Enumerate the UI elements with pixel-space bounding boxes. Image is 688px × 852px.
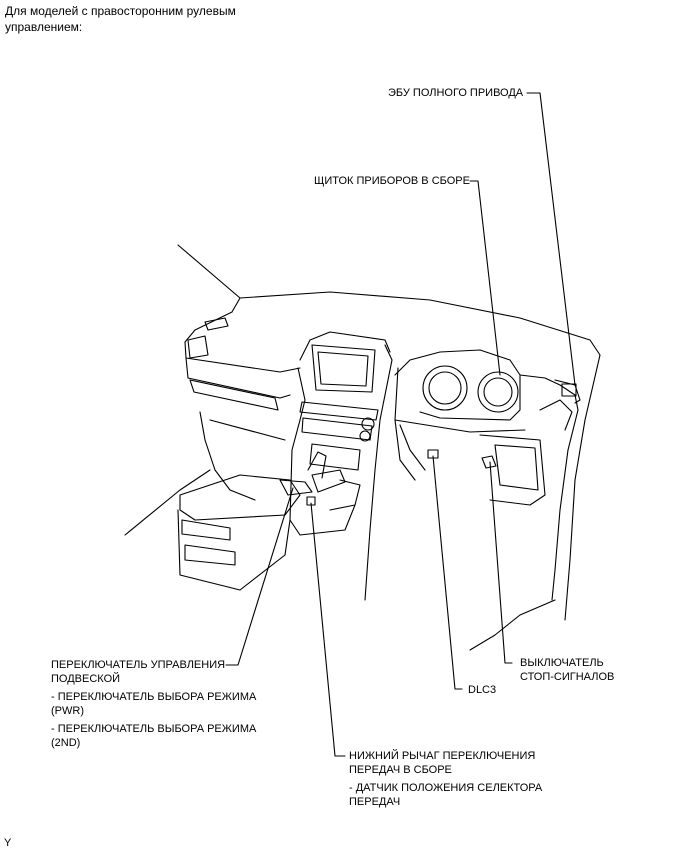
rear-vent-right [184, 544, 236, 566]
glovebox-line [189, 379, 279, 411]
rear-vent-left [181, 519, 231, 541]
armrest [179, 474, 301, 521]
control-knob [361, 417, 375, 431]
leader-combination-meter [469, 180, 501, 376]
center-stack-top [299, 331, 391, 361]
label-awd-ecu: ЭБУ ПОЛНОГО ПРИВОДА [388, 87, 524, 99]
console-front [289, 504, 356, 536]
control-knob-2 [359, 430, 371, 442]
shift-boot [311, 469, 346, 493]
label-stop-lamp-switch-2: СТОП-СИГНАЛОВ [520, 671, 615, 683]
kick-panel [209, 419, 286, 441]
label-pwr-switch-2: (PWR) [51, 705, 84, 717]
meter-hood [394, 349, 521, 421]
label-pwr-switch-1: - ПЕРЕКЛЮЧАТЕЛЬ ВЫБОРА РЕЖИМА [51, 691, 257, 703]
label-shift-lever-1: НИЖНИЙ РЫЧАГ ПЕРЕКЛЮЧЕНИЯ [349, 750, 536, 762]
climate-panel [299, 401, 379, 421]
label-shift-sensor-2: ПЕРЕДАЧ [349, 796, 401, 808]
floor-line-left [124, 469, 211, 536]
console-side [329, 479, 361, 511]
suspension-switch-panel [279, 479, 313, 496]
meter-left-gauge [422, 365, 468, 411]
label-stop-lamp-switch-1: ВЫКЛЮЧАТЕЛЬ [520, 657, 604, 669]
audio-panel [301, 417, 373, 441]
lower-left-dash [199, 411, 256, 501]
display-inner [317, 351, 369, 387]
dash-left-lower [185, 357, 301, 373]
awd-ecu-box [554, 379, 581, 404]
awd-ecu [561, 383, 577, 397]
meter-right-gauge-inner [483, 377, 513, 407]
left-side-vent [187, 335, 209, 359]
console-rear [177, 509, 291, 591]
right-door-edge [551, 409, 579, 601]
label-second-switch-2: (2ND) [51, 737, 81, 749]
leader-suspension-switch [225, 487, 294, 666]
center-stack-right [379, 344, 393, 421]
leader-stop-lamp [489, 461, 513, 664]
label-suspension-switch-1: ПЕРЕКЛЮЧАТЕЛЬ УПРАВЛЕНИЯ [51, 659, 226, 671]
column-cover [399, 424, 426, 471]
meter-left-gauge-inner [428, 371, 462, 405]
left-vent [204, 317, 229, 331]
stop-lamp-switch [481, 455, 497, 469]
center-stack-left [289, 367, 306, 521]
label-suspension-switch-2: ПОДВЕСКОЙ [51, 673, 121, 685]
dash-right-top [519, 374, 579, 411]
figure-code: Y [4, 837, 12, 849]
windshield-pillar [177, 244, 241, 299]
dash-left-top [184, 311, 233, 359]
label-second-switch-1: - ПЕРЕКЛЮЧАТЕЛЬ ВЫБОРА РЕЖИМА [51, 723, 257, 735]
pillar-base [231, 297, 241, 313]
navigation-display [311, 344, 376, 393]
leader-shift-lever [310, 502, 346, 757]
shift-lever [307, 451, 327, 479]
steering-left [394, 367, 416, 481]
leader-dlc3 [432, 455, 463, 690]
leader-awd-ecu [526, 92, 576, 386]
lower-right-panel [479, 434, 546, 506]
fuse-panel [494, 444, 539, 491]
header-line-2: управлением: [5, 20, 83, 34]
right-vent [539, 399, 573, 431]
floor-right [469, 599, 556, 651]
floor-tunnel [364, 419, 381, 601]
dash-left-panel [185, 357, 291, 399]
label-shift-lever-2: ПЕРЕДАЧ В СБОРЕ [349, 764, 452, 776]
label-combination-meter: ЩИТОК ПРИБОРОВ В СБОРЕ [314, 175, 470, 187]
label-dlc3: DLC3 [468, 684, 497, 696]
right-door-outer [564, 354, 601, 621]
steering-lower [394, 419, 526, 433]
meter-right-gauge [477, 371, 519, 413]
label-shift-sensor-1: - ДАТЧИК ПОЛОЖЕНИЯ СЕЛЕКТОРА [349, 782, 543, 794]
lower-stack-panel [309, 443, 361, 471]
header-line-1: Для моделей с правосторонним рулевым [5, 4, 236, 18]
dash-top-edge [239, 291, 601, 356]
